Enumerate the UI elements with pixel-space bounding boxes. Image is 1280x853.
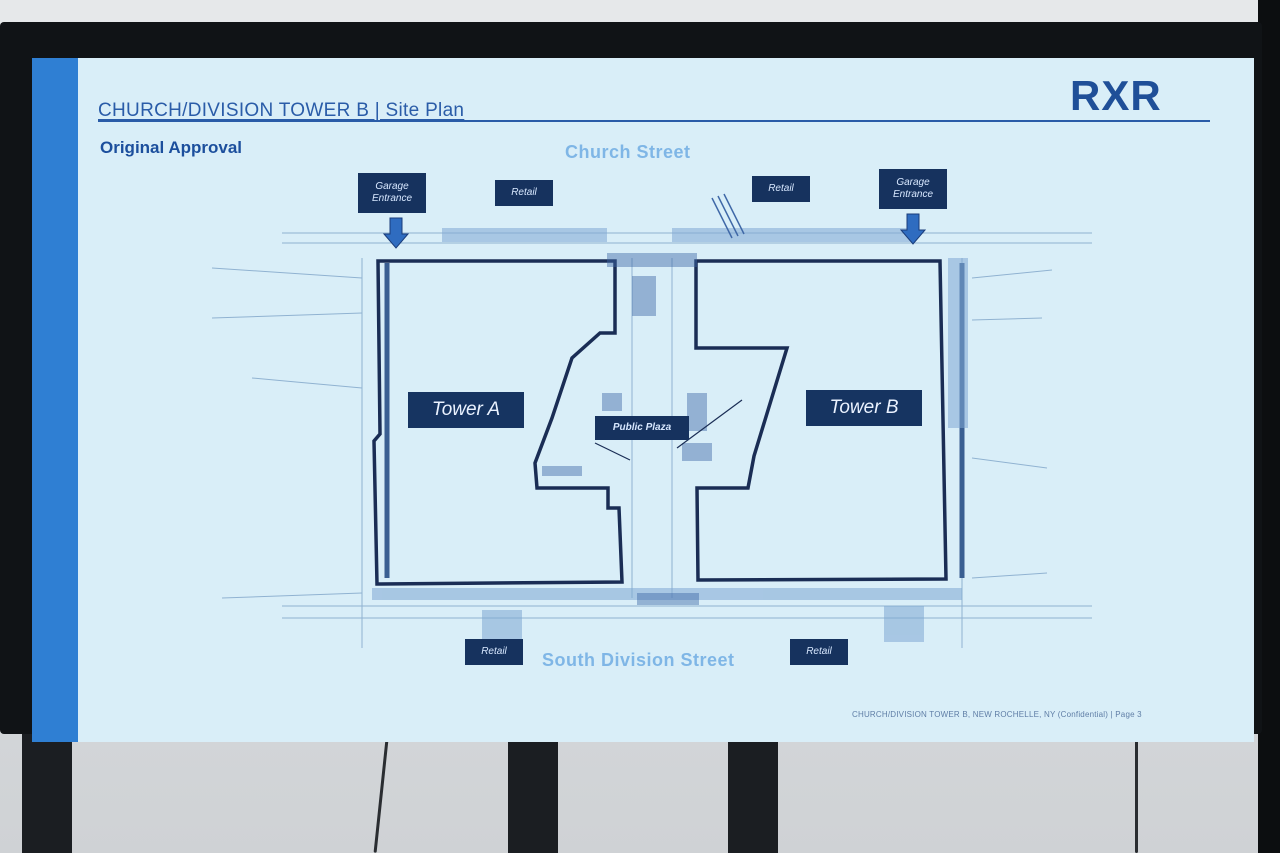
stand-leg-left [508,730,558,853]
power-cable [1135,730,1138,853]
slide-footer: CHURCH/DIVISION TOWER B, NEW ROCHELLE, N… [852,710,1142,719]
retail-label: Retail [465,639,523,665]
retail-label: Retail [752,176,810,202]
garage-entrance-label: Garage Entrance [358,173,426,213]
stand-edge-left [22,730,72,853]
title-rule [98,120,1210,122]
slide-title: CHURCH/DIVISION TOWER B | Site Plan [98,100,465,121]
frame-edge [1258,0,1280,853]
public-plaza-label: Public Plaza [595,416,689,440]
garage-entrance-label: Garage Entrance [879,169,947,209]
slide-subtitle: Original Approval [100,138,243,157]
tv-bezel: CHURCH/DIVISION TOWER B | Site Plan RXR … [0,22,1262,742]
retail-label: Retail [790,639,848,665]
stand-leg-right [728,730,778,853]
retail-label: Retail [495,180,553,206]
rxr-logo: RXR [1070,72,1162,119]
slide-screen: CHURCH/DIVISION TOWER B | Site Plan RXR … [32,58,1254,742]
tower-a-label: Tower A [408,392,524,428]
street-label-north: Church Street [565,142,691,162]
street-label-south: South Division Street [542,650,735,670]
tower-b-label: Tower B [806,390,922,426]
accent-bar [32,58,78,742]
site-plan-drawing [211,193,1092,648]
